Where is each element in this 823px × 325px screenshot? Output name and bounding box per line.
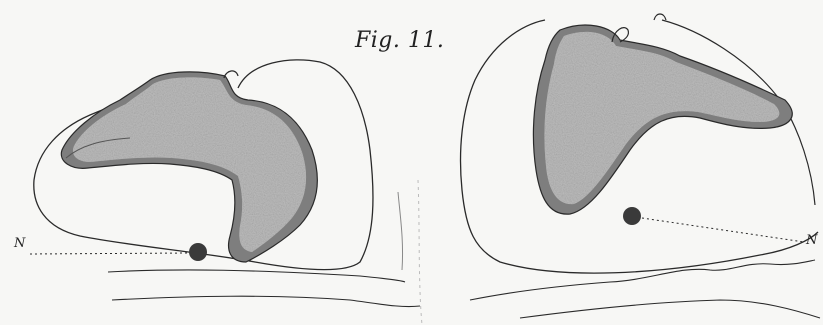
left-nucleus <box>189 243 207 261</box>
right-nucleus <box>623 207 641 225</box>
center-fold <box>398 180 422 325</box>
right-pointer-line <box>642 218 804 242</box>
right-ground-line-1 <box>470 260 815 300</box>
right-specimen <box>461 14 820 318</box>
left-n-marker: N <box>14 236 25 251</box>
figure-label: Fig. 11. <box>355 28 444 53</box>
left-ground-line-2 <box>112 296 420 306</box>
left-pointer-line <box>30 253 187 254</box>
right-ground-line-2 <box>520 300 820 318</box>
right-n-marker: N <box>806 233 817 248</box>
right-notch-mark <box>654 14 666 20</box>
left-ground-line-1 <box>108 270 405 282</box>
left-specimen <box>30 60 420 307</box>
